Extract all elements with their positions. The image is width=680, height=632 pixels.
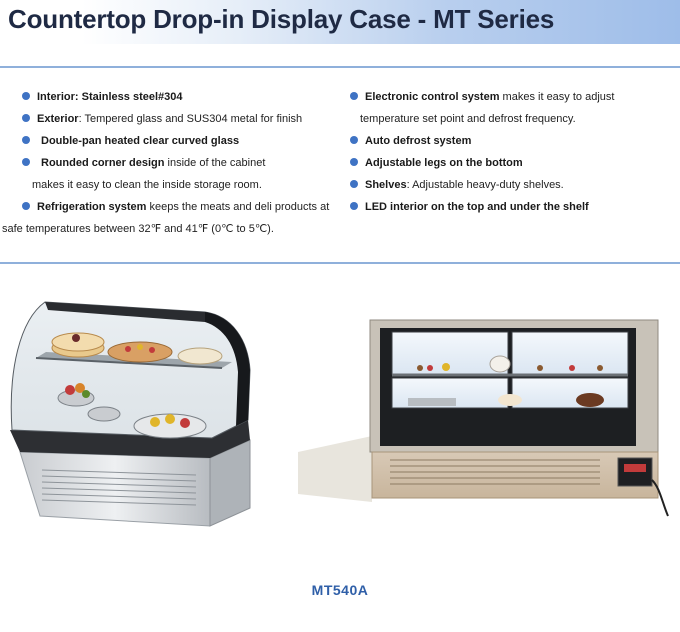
bullet-icon (22, 202, 30, 211)
feature-title: Auto defrost system (365, 135, 472, 147)
feature-text: : Tempered glass and SUS304 metal for fi… (78, 113, 303, 125)
feature-title: Rounded corner design (41, 157, 165, 169)
top-divider (0, 66, 680, 68)
feature-list: Interior: Stainless steel#304 Exterior: … (0, 86, 680, 246)
feature-item: Auto defrost system (350, 130, 670, 152)
feature-item: Interior: Stainless steel#304 (22, 86, 352, 108)
bullet-icon (22, 158, 30, 167)
feature-item: LED interior on the top and under the sh… (350, 196, 670, 218)
feature-title: Interior: Stainless steel#304 (37, 91, 183, 103)
bullet-icon (350, 180, 358, 189)
feature-text: makes it easy to adjust (499, 91, 615, 103)
feature-text: temperature set point and defrost freque… (360, 113, 576, 125)
feature-continuation: temperature set point and defrost freque… (350, 108, 670, 130)
feature-item: Electronic control system makes it easy … (350, 86, 670, 108)
feature-title: Exterior (37, 113, 79, 125)
feature-title: Shelves (365, 179, 407, 191)
feature-column-left: Interior: Stainless steel#304 Exterior: … (2, 86, 352, 240)
feature-title: Adjustable legs on the bottom (365, 157, 523, 169)
feature-text: : Adjustable heavy-duty shelves. (406, 179, 564, 191)
bullet-icon (22, 114, 30, 123)
feature-text: makes it easy to clean the inside storag… (32, 179, 262, 191)
bottom-divider (0, 262, 680, 264)
feature-continuation: safe temperatures between 32℉ and 41℉ (0… (2, 218, 352, 240)
feature-title: Refrigeration system (37, 201, 147, 213)
page-title: Countertop Drop-in Display Case - MT Ser… (8, 4, 555, 34)
feature-title: Double-pan heated clear curved glass (41, 135, 240, 147)
bullet-icon (350, 202, 358, 211)
bullet-icon (350, 136, 358, 145)
feature-continuation: makes it easy to clean the inside storag… (22, 174, 352, 196)
feature-item: Adjustable legs on the bottom (350, 152, 670, 174)
curved-display-case-photo (10, 301, 669, 527)
product-photos (0, 280, 680, 540)
feature-column-right: Electronic control system makes it easy … (350, 86, 670, 218)
bullet-icon (350, 158, 358, 167)
feature-item: Rounded corner design inside of the cabi… (22, 152, 352, 174)
feature-title: LED interior on the top and under the sh… (365, 201, 589, 213)
feature-text: keeps the meats and deli products at (146, 201, 330, 213)
feature-text: safe temperatures between 32℉ and 41℉ (0… (2, 223, 274, 235)
feature-item: Shelves: Adjustable heavy-duty shelves. (350, 174, 670, 196)
feature-item: Exterior: Tempered glass and SUS304 meta… (22, 108, 352, 130)
feature-text: inside of the cabinet (164, 157, 266, 169)
bullet-icon (22, 136, 30, 145)
feature-title: Electronic control system (365, 91, 500, 103)
bullet-icon (350, 92, 358, 101)
title-banner: Countertop Drop-in Display Case - MT Ser… (0, 0, 680, 44)
feature-item: Double-pan heated clear curved glass (22, 130, 352, 152)
model-name: MT540A (311, 582, 369, 598)
bullet-icon (22, 92, 30, 101)
feature-item: Refrigeration system keeps the meats and… (22, 196, 352, 218)
